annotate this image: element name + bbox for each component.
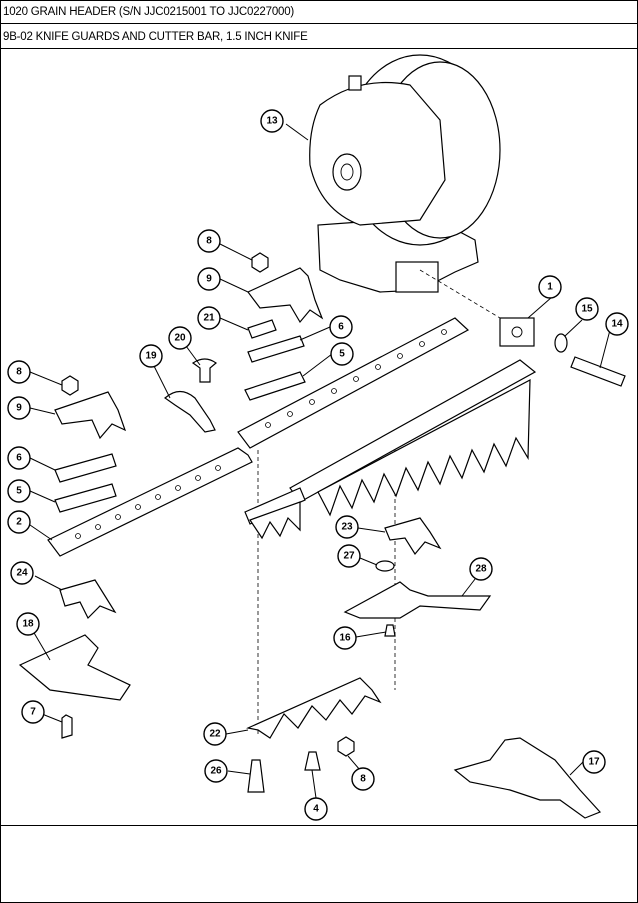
callout-5-left: 5 (7, 479, 31, 503)
nut-lower (337, 736, 355, 757)
svg-text:9: 9 (16, 403, 22, 414)
knife-head (453, 737, 602, 819)
svg-text:8: 8 (206, 236, 212, 247)
knife-guard-23 (384, 517, 442, 556)
svg-text:27: 27 (343, 551, 355, 562)
callout-17: 17 (582, 750, 606, 774)
svg-text:26: 26 (210, 766, 222, 777)
svg-text:23: 23 (341, 522, 353, 533)
end-guard (59, 579, 117, 620)
wear-plate-left (54, 453, 117, 483)
knife-assembly (244, 317, 537, 540)
svg-text:4: 4 (313, 804, 319, 815)
callout-23: 23 (335, 515, 359, 539)
svg-text:7: 7 (30, 707, 36, 718)
svg-text:9: 9 (206, 274, 212, 285)
svg-text:19: 19 (145, 351, 157, 362)
svg-text:5: 5 (339, 349, 345, 360)
callout-21: 21 (197, 306, 221, 330)
svg-text:22: 22 (209, 729, 221, 740)
svg-text:6: 6 (338, 322, 344, 333)
svg-text:13: 13 (266, 116, 278, 127)
svg-text:2: 2 (16, 517, 22, 528)
callout-8-upper: 8 (197, 229, 221, 253)
washer (375, 560, 395, 572)
svg-text:6: 6 (16, 453, 22, 464)
callout-9-left: 9 (7, 396, 31, 420)
carriage-bolt (191, 358, 217, 383)
wear-plate-upper (247, 335, 305, 363)
callout-8-lower: 8 (351, 767, 375, 791)
header-divider-bottom (0, 48, 638, 49)
alignment-line (419, 269, 521, 331)
knife-guard-upper (247, 267, 324, 324)
end-bracket-left (18, 634, 131, 701)
svg-text:8: 8 (16, 367, 22, 378)
nut-upper (251, 252, 269, 273)
hold-down-plate-upper (244, 371, 306, 401)
svg-text:20: 20 (174, 333, 186, 344)
svg-text:16: 16 (339, 633, 351, 644)
washer-15 (554, 333, 568, 353)
svg-text:1: 1 (547, 282, 553, 293)
svg-text:15: 15 (581, 304, 593, 315)
bolt-4 (304, 751, 321, 771)
callout-7: 7 (21, 700, 45, 724)
spacer-plate (247, 319, 277, 339)
callout-24: 24 (10, 561, 34, 585)
callout-5-upper: 5 (330, 342, 354, 366)
svg-text:5: 5 (16, 486, 22, 497)
svg-text:17: 17 (588, 757, 600, 768)
callout-28: 28 (469, 557, 493, 581)
cutter-bar-lower (47, 447, 253, 557)
knife-guard-left (54, 391, 127, 440)
knife-drive-gearbox (309, 54, 501, 293)
callout-1: 1 (538, 275, 562, 299)
callout-2: 2 (7, 510, 31, 534)
callout-19: 19 (139, 344, 163, 368)
footer-divider (0, 825, 638, 826)
callout-14: 14 (605, 312, 629, 336)
callout-18: 18 (16, 612, 40, 636)
nut-left (61, 375, 79, 396)
callout-4: 4 (304, 797, 328, 821)
callout-6-upper: 6 (329, 315, 353, 339)
bolt-26 (247, 759, 265, 793)
svg-text:28: 28 (475, 564, 487, 575)
bar-clip (164, 390, 216, 433)
end-bracket-right (343, 581, 492, 619)
bolt-16 (384, 624, 396, 637)
hold-down-plate-left (54, 483, 117, 513)
svg-text:18: 18 (22, 619, 34, 630)
header-divider (0, 23, 638, 24)
double-guard-assembly (246, 677, 382, 739)
callout-8-left: 8 (7, 360, 31, 384)
svg-text:8: 8 (360, 774, 366, 785)
callout-22: 22 (203, 722, 227, 746)
svg-text:24: 24 (16, 568, 28, 579)
callout-9-upper: 9 (197, 267, 221, 291)
bolt-7 (61, 714, 73, 739)
page-title: 1020 GRAIN HEADER (S/N JJC0215001 TO JJC… (3, 6, 295, 18)
svg-text:14: 14 (611, 319, 623, 330)
callout-20: 20 (168, 326, 192, 350)
callout-13: 13 (260, 109, 284, 133)
callout-27: 27 (337, 544, 361, 568)
callout-15: 15 (575, 297, 599, 321)
callout-26: 26 (204, 759, 228, 783)
svg-text:21: 21 (203, 313, 215, 324)
section-title: 9B-02 KNIFE GUARDS AND CUTTER BAR, 1.5 I… (3, 31, 308, 43)
cutter-bar-upper (237, 317, 470, 449)
bolt-14 (570, 356, 626, 387)
exploded-parts-diagram: 13 8 9 21 6 5 20 19 1 15 14 8 9 6 5 2 24… (7, 54, 629, 821)
callout-16: 16 (333, 626, 357, 650)
callout-6-left: 6 (7, 446, 31, 470)
